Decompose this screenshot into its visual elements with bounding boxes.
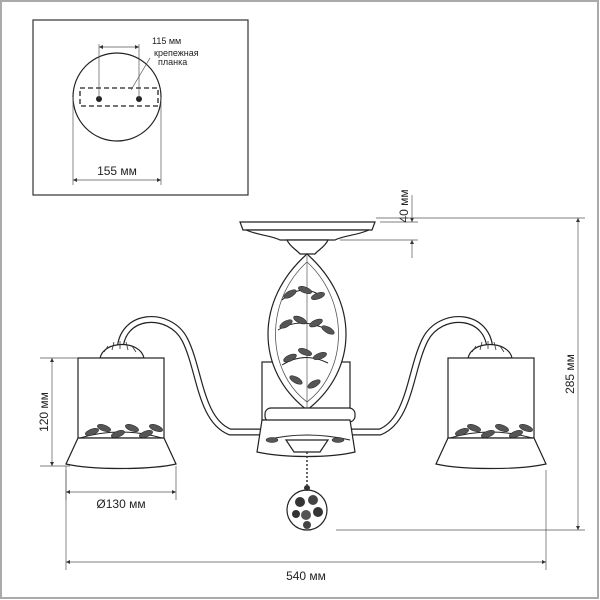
total-height-dim: 285 мм — [336, 217, 585, 531]
bracket-length-label: 115 мм — [152, 36, 181, 46]
canopy-bottom — [245, 229, 370, 241]
left-shade-cap — [99, 344, 145, 359]
column-leaves — [277, 286, 335, 389]
shade-height-label: 120 мм — [37, 392, 51, 432]
center-shade-rim — [256, 419, 356, 458]
crystal-pendant — [286, 485, 328, 531]
shade-diameter-dim: Ø130 мм — [65, 466, 177, 511]
total-width-dim: 540 мм — [65, 470, 547, 583]
inset-frame — [32, 19, 249, 196]
canopy-top — [239, 221, 376, 231]
canopy-neck — [286, 239, 329, 255]
bracket-label-2: планка — [158, 57, 187, 67]
shade-diameter-label: Ø130 мм — [96, 497, 145, 511]
chandelier — [65, 221, 547, 531]
shade-height-dim: 120 мм — [37, 357, 78, 467]
total-width-label: 540 мм — [286, 569, 326, 583]
bracket-leader — [130, 57, 151, 91]
canopy-height-dim: 40 мм — [340, 189, 418, 258]
canopy-height-label: 40 мм — [397, 189, 411, 222]
bracket-label-1: крепежная — [154, 48, 199, 58]
ceiling-plate — [72, 52, 162, 142]
right-shade — [435, 341, 547, 470]
mount-inset: 115 мм крепежная планка 155 мм — [32, 19, 249, 196]
right-shade-cap — [467, 344, 513, 359]
left-shade — [65, 341, 177, 470]
total-height-label: 285 мм — [563, 354, 577, 394]
mount-width-label: 155 мм — [97, 164, 137, 178]
